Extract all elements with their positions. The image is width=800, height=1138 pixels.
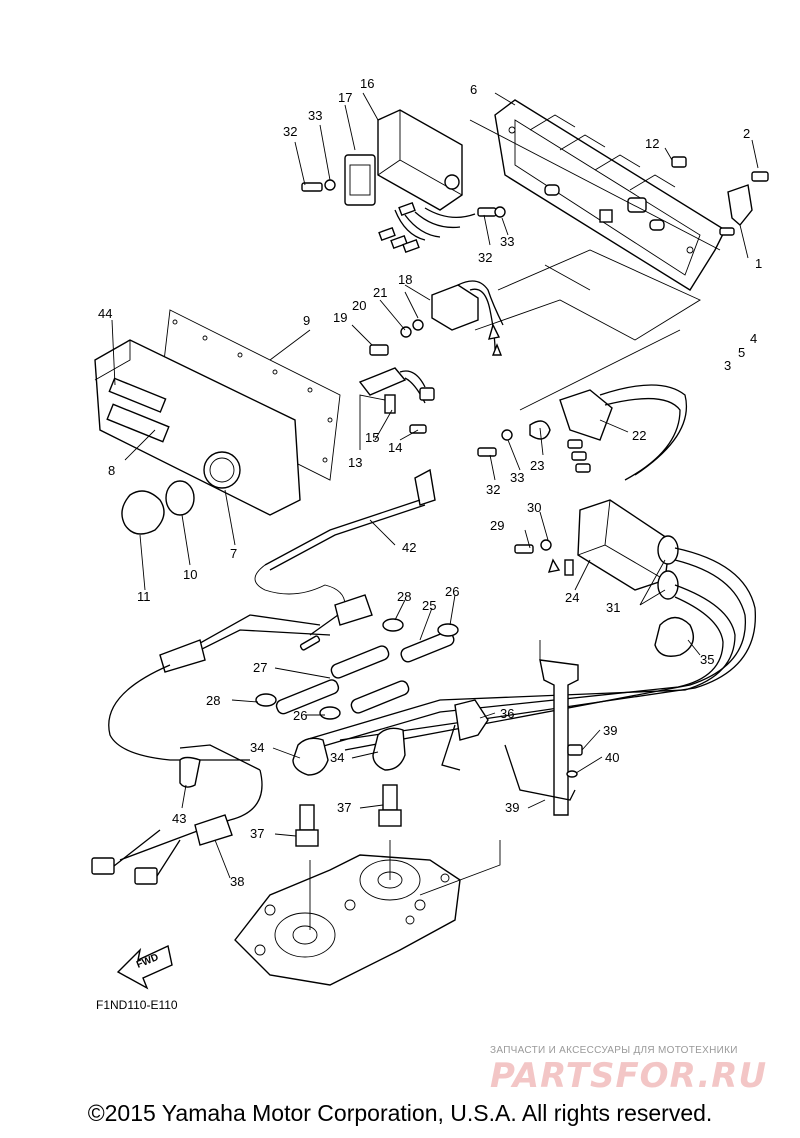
relay-assembly [369, 280, 504, 356]
callout-37: 37 [337, 800, 351, 815]
callout-1: 1 [755, 256, 762, 271]
callout-25: 25 [422, 598, 436, 613]
copyright-footer: ©2015 Yamaha Motor Corporation, U.S.A. A… [87, 1100, 713, 1126]
leader-lines [111, 92, 759, 930]
reference-code: F1ND110-E110 [96, 998, 178, 1012]
callout-7: 7 [230, 546, 237, 561]
callout-numbers: 16 17 33 32 6 12 2 1 32 33 18 21 20 19 9… [98, 76, 762, 889]
callout-28b: 28 [206, 693, 220, 708]
callout-9: 9 [303, 313, 310, 328]
connector-13-15 [358, 367, 435, 434]
callout-12: 12 [645, 136, 659, 151]
callout-13: 13 [348, 455, 362, 470]
callout-14: 14 [388, 440, 402, 455]
watermark-subtitle: ЗАПЧАСТИ И АКСЕССУАРЫ ДЛЯ МОТОТЕХНИКИ [490, 1045, 738, 1056]
callout-23: 23 [530, 458, 544, 473]
callout-35: 35 [700, 652, 714, 667]
callout-11: 11 [137, 589, 151, 604]
callout-32: 32 [283, 124, 297, 139]
callout-17: 17 [338, 90, 352, 105]
callout-41: 40 [605, 750, 619, 765]
callout-8: 8 [108, 463, 115, 478]
protector-tubes [255, 618, 459, 720]
callout-26: 26 [445, 584, 459, 599]
callout-20: 20 [352, 298, 366, 313]
callout-40: 39 [603, 723, 617, 738]
callout-44: 44 [98, 306, 112, 321]
cdi-unit-assembly [301, 109, 476, 254]
callout-19: 19 [333, 310, 347, 325]
callout-22: 22 [632, 428, 646, 443]
callout-34: 34 [250, 740, 264, 755]
electrical-box-cover [94, 309, 341, 535]
callout-32c: 32 [486, 482, 500, 497]
callout-34b: 34 [330, 750, 344, 765]
ignition-coil-24 [304, 499, 756, 751]
callout-36: 36 [500, 706, 514, 721]
callout-16: 16 [360, 76, 374, 91]
ignition-coil-area [477, 384, 687, 481]
callout-31: 31 [606, 600, 620, 615]
wire-harness [91, 594, 373, 885]
callout-27: 27 [253, 660, 267, 675]
callout-18: 18 [398, 272, 412, 287]
callout-30: 30 [527, 500, 541, 515]
callout-4: 4 [750, 331, 757, 346]
callout-5: 5 [738, 345, 745, 360]
callout-15: 15 [365, 430, 379, 445]
callout-32b: 32 [478, 250, 492, 265]
callout-33: 33 [308, 108, 322, 123]
callout-29: 29 [490, 518, 504, 533]
callout-43: 43 [172, 811, 186, 826]
callout-39: 39 [505, 800, 519, 815]
spark-plug-caps [292, 727, 406, 847]
brackets [441, 659, 583, 816]
callout-33c: 33 [510, 470, 524, 485]
callout-3: 3 [724, 358, 731, 373]
callout-24: 24 [565, 590, 579, 605]
callout-21: 21 [373, 285, 387, 300]
callout-38: 38 [230, 874, 244, 889]
cylinder-head [234, 854, 461, 986]
fwd-arrow-icon: FWD [116, 944, 173, 990]
callout-6: 6 [470, 82, 477, 97]
watermark-logo: PARTSFOR.RU [490, 1056, 768, 1096]
spark-plug-lead-42 [254, 468, 436, 606]
callout-2: 2 [743, 126, 750, 141]
callout-10: 10 [183, 567, 197, 582]
callout-42: 42 [402, 540, 416, 555]
callout-37b: 37 [250, 826, 264, 841]
electrical-box-plate [477, 99, 769, 291]
callout-33b: 33 [500, 234, 514, 249]
callout-28: 28 [397, 589, 411, 604]
callout-26b: 26 [293, 708, 307, 723]
